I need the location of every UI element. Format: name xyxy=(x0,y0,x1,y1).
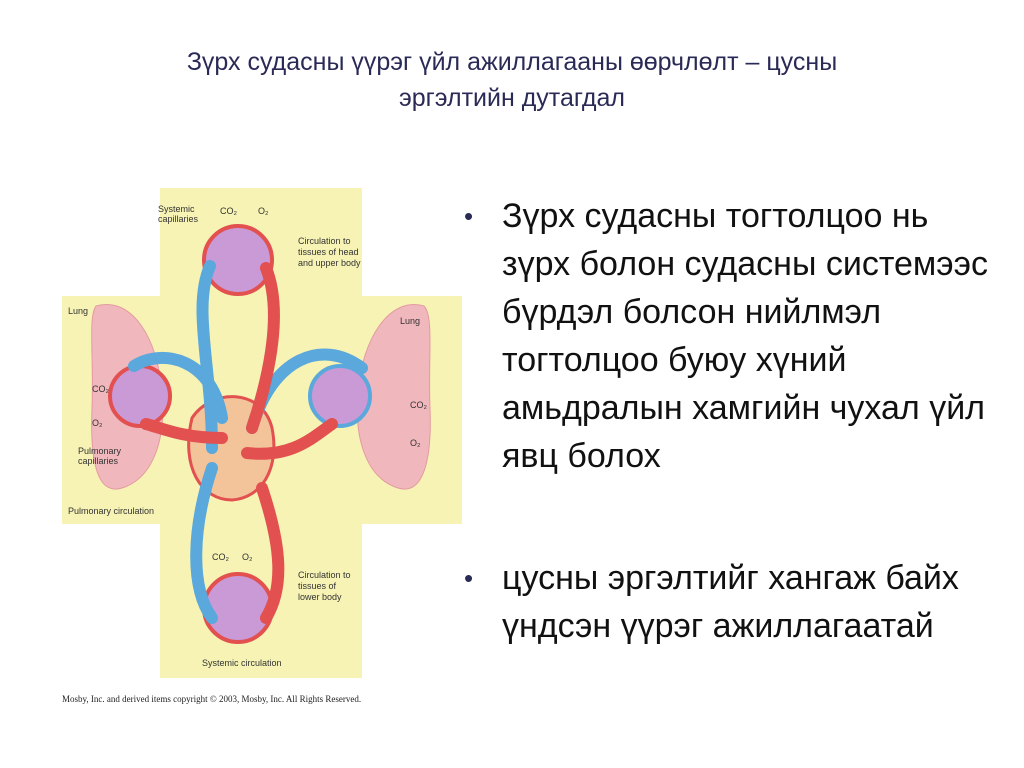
artery-aorta-up xyxy=(246,262,280,434)
lung-right xyxy=(356,304,431,490)
bullet-list: • Зүрх судасны тогтолцоо нь зүрх болон с… xyxy=(462,192,992,650)
capillary-bed-bottom xyxy=(202,572,274,644)
vein-pulmonary-left xyxy=(128,351,228,424)
capillary-bed-right xyxy=(308,364,372,428)
capillary-bed-left xyxy=(108,364,172,428)
arteries xyxy=(140,262,338,624)
bullet-marker: • xyxy=(464,563,474,593)
label-o2-right: O₂ xyxy=(410,438,421,448)
circulation-diagram: Systemic capillaries CO₂ O₂ Circulation … xyxy=(62,188,462,718)
title-line-1: Зүрх судасны үүрэг үйл ажиллагааны өөрчл… xyxy=(186,48,838,76)
vein-superior xyxy=(196,260,218,454)
label-o2-left: O₂ xyxy=(92,418,103,428)
label-pulmonary-capillaries: Pulmonary capillaries xyxy=(78,446,124,466)
label-o2-bottom: O₂ xyxy=(242,552,253,562)
title-line-2: эргэлтийн дутагдал xyxy=(399,84,625,112)
circulation-illustration: Systemic capillaries CO₂ O₂ Circulation … xyxy=(62,188,462,704)
slide-title: Зүрх судасны үүрэг үйл ажиллагааны өөрчл… xyxy=(60,44,964,116)
label-lung-right: Lung xyxy=(400,316,420,326)
bullet-text-2: цусны эргэлтийг хангаж байх үндсэн үүрэг… xyxy=(502,559,959,645)
bullet-item-2: • цусны эргэлтийг хангаж байх үндсэн үүр… xyxy=(462,554,992,650)
artery-aorta-down xyxy=(256,482,285,624)
label-co2-bottom: CO₂ xyxy=(212,552,230,562)
bullet-item-1: • Зүрх судасны тогтолцоо нь зүрх болон с… xyxy=(462,192,992,480)
label-o2-top: O₂ xyxy=(258,206,269,216)
capillary-bed-top xyxy=(202,224,274,296)
bullet-marker: • xyxy=(464,201,474,231)
label-co2-left: CO₂ xyxy=(92,384,110,394)
label-systemic-capillaries: Systemic capillaries xyxy=(158,204,199,224)
label-circulation-upper: Circulation to tissues of head and upper… xyxy=(298,236,361,268)
vein-inferior xyxy=(190,462,218,624)
artery-pulmonary-right xyxy=(241,418,338,460)
copyright-notice: Mosby, Inc. and derived items copyright … xyxy=(62,694,361,704)
label-co2-right: CO₂ xyxy=(410,400,428,410)
bullet-text-1: Зүрх судасны тогтолцоо нь зүрх болон суд… xyxy=(502,197,988,475)
label-systemic-circulation: Systemic circulation xyxy=(202,658,282,668)
label-co2-top: CO₂ xyxy=(220,206,238,216)
label-circulation-lower: Circulation to tissues of lower body xyxy=(298,570,353,602)
artery-pulmonary-left xyxy=(140,418,228,444)
label-lung-left: Lung xyxy=(68,306,88,316)
label-pulmonary-circulation: Pulmonary circulation xyxy=(68,506,154,516)
